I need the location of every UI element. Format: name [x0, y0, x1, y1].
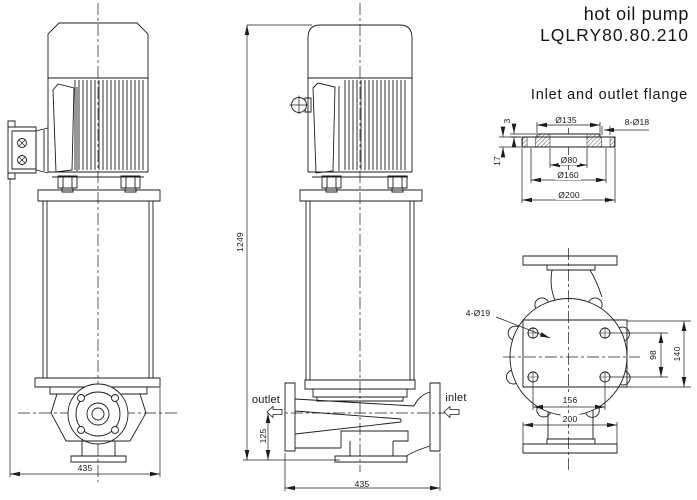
pump-casing-side [285, 383, 440, 462]
product-title: hot oil pump [583, 4, 689, 24]
dim-plate-height: 140 [672, 346, 682, 362]
dim-bolt-spacing-vertical: 98 [648, 350, 658, 360]
title-block: hot oil pump LQLRY80.80.210 [540, 4, 689, 46]
inlet-label: inlet [445, 392, 467, 404]
dim-flange-thickness: 17 [492, 156, 502, 166]
flange-section-drawing [499, 122, 649, 203]
dim-center-height: 125 [258, 428, 268, 444]
side-view-drawing [243, 3, 459, 491]
dim-front-overall-width: 435 [77, 463, 93, 473]
dim-flange-to-flange: 435 [354, 479, 370, 489]
dim-bolt-circle-dia: Ø160 [555, 170, 581, 180]
dim-bolt-holes: 8-Ø18 [624, 117, 650, 127]
eye-bolt [290, 96, 312, 115]
top-view-drawing [496, 248, 691, 470]
model-number: LQLRY80.80.210 [540, 25, 689, 46]
dim-raised-face-dia: Ø135 [555, 115, 577, 125]
dim-overall-height: 1249 [235, 232, 245, 252]
outlet-flow-arrow-icon [267, 407, 282, 418]
junction-box [8, 121, 48, 179]
dim-outer-dia: Ø200 [556, 190, 582, 200]
inlet-flow-arrow-icon [444, 407, 459, 418]
flange-detail-heading: Inlet and outlet flange [530, 87, 688, 103]
front-view-drawing [8, 3, 180, 482]
dim-bore-dia: Ø80 [558, 155, 580, 165]
outlet-label: outlet [251, 394, 281, 406]
dim-raised-face-height: 3 [502, 118, 512, 124]
dim-top-flange-dia: 200 [560, 414, 580, 424]
dim-volute-bolt-holes: 4-Ø19 [465, 308, 491, 318]
dim-bolt-spacing-horizontal: 156 [560, 395, 580, 405]
